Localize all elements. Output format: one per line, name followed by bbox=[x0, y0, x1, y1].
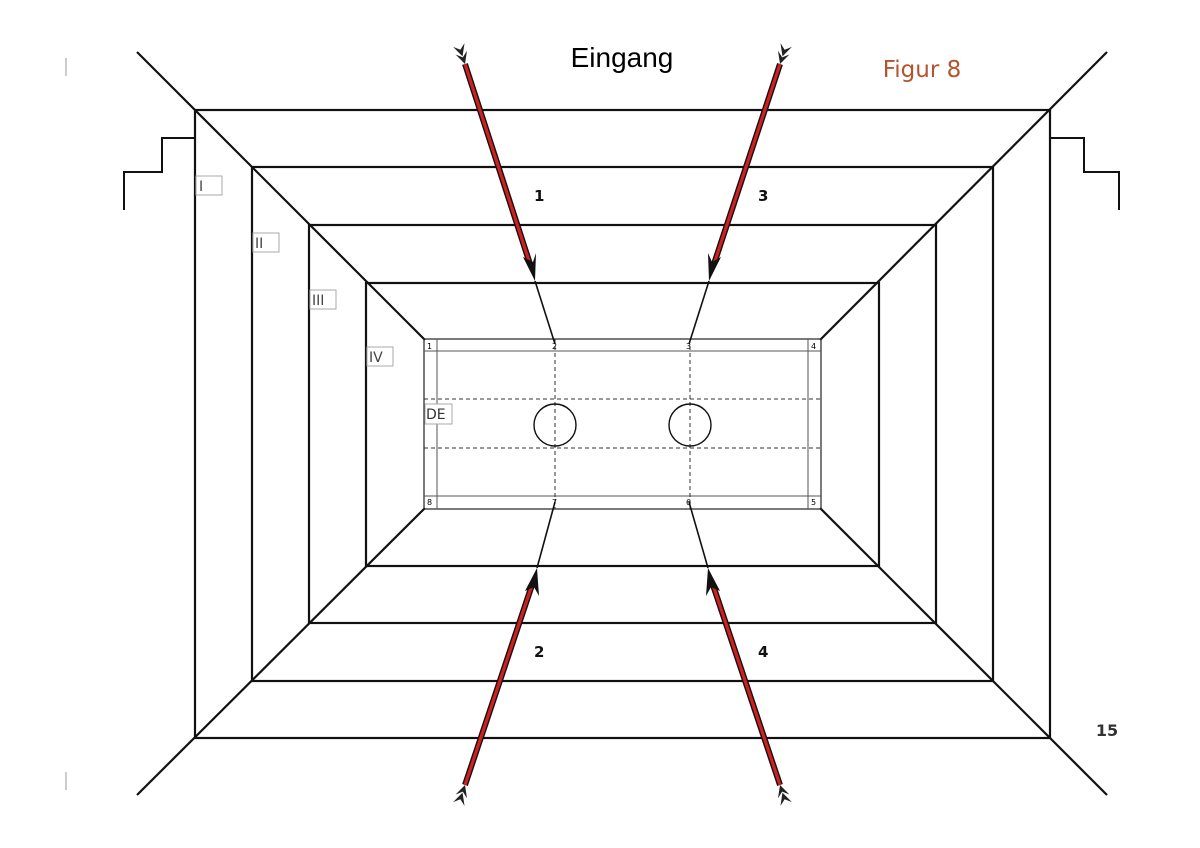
grid-point-2: 2 bbox=[552, 342, 557, 351]
grid-point-3: 3 bbox=[686, 342, 691, 351]
grid-point-8: 8 bbox=[427, 498, 432, 507]
svg-text:II: II bbox=[255, 236, 263, 252]
zone-label-1: I bbox=[195, 175, 223, 196]
perspective-diagonals bbox=[136, 51, 1108, 796]
grid-point-7: 7 bbox=[552, 498, 557, 507]
svg-text:IV: IV bbox=[369, 350, 383, 366]
zone-label-2: II bbox=[252, 232, 280, 253]
arrow-label-4: 4 bbox=[758, 643, 768, 661]
page-number: 15 bbox=[1096, 721, 1118, 740]
left-step-wall bbox=[123, 137, 195, 210]
svg-text:DE: DE bbox=[426, 407, 446, 423]
frame-zone-1 bbox=[193, 108, 1052, 740]
target-circle-left bbox=[533, 403, 577, 447]
arrow-4 bbox=[706, 568, 792, 806]
arrow-label-3: 3 bbox=[758, 187, 768, 205]
frame-zone-3 bbox=[307, 223, 938, 625]
figure-label: Figur 8 bbox=[883, 57, 962, 83]
arrow-label-2: 2 bbox=[534, 643, 544, 661]
arrow-3 bbox=[708, 43, 792, 281]
arrow-1 bbox=[453, 43, 536, 281]
svg-text:III: III bbox=[312, 293, 324, 309]
side-walls bbox=[123, 137, 1120, 210]
frame-zone-2 bbox=[250, 165, 995, 683]
page-title: Eingang bbox=[571, 42, 674, 73]
arrow-2 bbox=[453, 568, 539, 806]
arrow-connectors bbox=[534, 280, 710, 569]
zone-label-4: IV bbox=[366, 346, 394, 367]
frame-zone-4 bbox=[364, 281, 881, 568]
zone-frames bbox=[193, 108, 1052, 740]
grid-point-4: 4 bbox=[811, 342, 816, 351]
arrow-label-1: 1 bbox=[534, 187, 544, 205]
target-circle-right bbox=[668, 403, 712, 447]
svg-text:I: I bbox=[199, 179, 203, 195]
right-step-wall bbox=[1050, 137, 1120, 210]
center-label: DE bbox=[424, 403, 453, 425]
grid-point-1: 1 bbox=[427, 342, 432, 351]
center-grid bbox=[423, 338, 822, 510]
grid-point-6: 6 bbox=[686, 498, 691, 507]
zone-label-3: III bbox=[309, 289, 337, 310]
grid-point-5: 5 bbox=[811, 498, 816, 507]
